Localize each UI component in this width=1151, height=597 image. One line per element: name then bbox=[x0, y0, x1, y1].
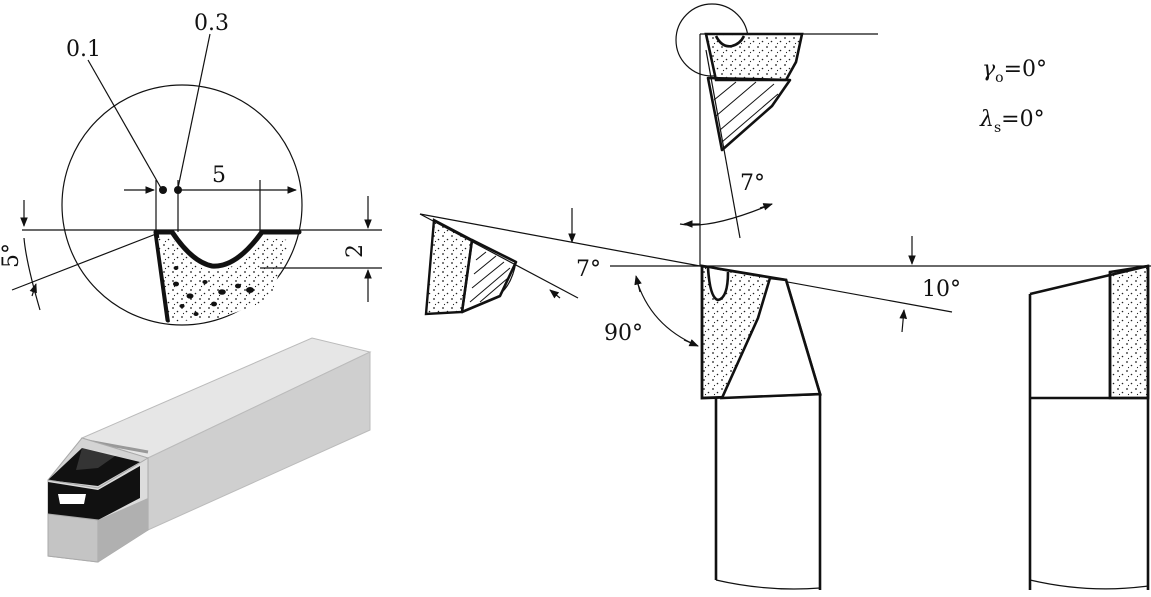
param-gamma: γo=0° bbox=[982, 57, 1047, 86]
front-view: 90° 10° bbox=[604, 236, 1151, 590]
detail-circle bbox=[61, 84, 303, 326]
dim-label-width: 5 bbox=[212, 163, 226, 188]
dim-label-b: 0.3 bbox=[194, 11, 229, 36]
chip-breaker-profile bbox=[153, 229, 302, 323]
detail-hatch-area bbox=[158, 236, 290, 322]
param-lambda: λs=0° bbox=[979, 107, 1045, 136]
detail-view: 0.1 0.3 5 2 5° bbox=[0, 11, 382, 326]
angle-label-detail: 5° bbox=[0, 243, 24, 268]
angle-label-top: 7° bbox=[740, 171, 765, 196]
top-view: 7° bbox=[675, 3, 878, 266]
detail-dots bbox=[173, 266, 254, 316]
dim-label-a: 0.1 bbox=[66, 37, 101, 62]
tool-3d-render bbox=[47, 337, 372, 563]
dim-label-height: 2 bbox=[343, 244, 368, 258]
angle-label-side: 7° bbox=[576, 257, 601, 282]
angle-label-right: 10° bbox=[922, 277, 961, 302]
parameters-block: γo=0° λs=0° bbox=[979, 57, 1047, 136]
angle-label-corner: 90° bbox=[604, 321, 643, 346]
side-section: 7° bbox=[419, 208, 701, 316]
end-view bbox=[1028, 264, 1150, 590]
